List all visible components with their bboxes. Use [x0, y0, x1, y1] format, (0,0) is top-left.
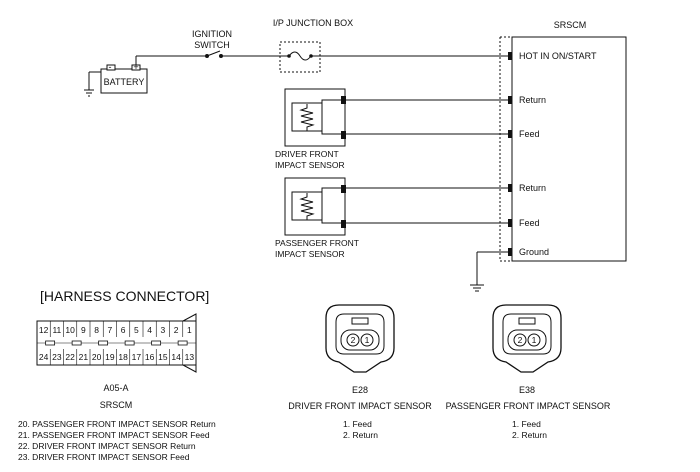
harness-pin-top: 7	[108, 325, 113, 335]
battery-label: BATTERY	[104, 77, 145, 87]
pin-list-item: 20. PASSENGER FRONT IMPACT SENSOR Return	[18, 419, 216, 429]
harness-pin-top: 4	[147, 325, 152, 335]
battery-box	[100, 68, 148, 94]
e28-connector-id: E28	[352, 385, 368, 395]
passenger-sensor-label-1: PASSENGER FRONT	[275, 238, 359, 248]
harness-pin-top: 11	[52, 325, 61, 335]
e28-connector: 2 1 E28 DRIVER FRONT IMPACT SENSOR 1. Fe…	[288, 304, 432, 440]
pin-ground: Ground	[519, 247, 549, 257]
pin-list-item: 22. DRIVER FRONT IMPACT SENSOR Return	[18, 441, 196, 451]
harness-pin-bottom: 21	[79, 352, 89, 362]
ignition-switch-label-1: IGNITION	[192, 29, 232, 39]
pin-list-item: 21. PASSENGER FRONT IMPACT SENSOR Feed	[18, 430, 210, 440]
a05-a-connector-name: SRSCM	[100, 400, 133, 410]
e28-pin-1: 1	[365, 335, 370, 345]
driver-sensor-label-1: DRIVER FRONT	[275, 149, 339, 159]
resistor-icon	[299, 104, 315, 131]
driver-sensor-label-2: IMPACT SENSOR	[275, 160, 345, 170]
ip-junction-box	[279, 41, 321, 73]
e28-pin-item: 2. Return	[343, 430, 378, 440]
e38-connector-id: E38	[519, 385, 535, 395]
pin-hot-in-on-start: HOT IN ON/START	[519, 51, 597, 61]
e38-pin-item: 1. Feed	[512, 419, 541, 429]
pin-list-item: 23. DRIVER FRONT IMPACT SENSOR Feed	[18, 452, 190, 462]
harness-pin-bottom: 14	[171, 352, 181, 362]
harness-pin-top: 1	[187, 325, 192, 335]
harness-pin-top: 3	[161, 325, 166, 335]
ip-junction-box-label: I/P JUNCTION BOX	[273, 18, 353, 28]
harness-pin-bottom: 24	[39, 352, 49, 362]
harness-pin-bottom: 23	[52, 352, 62, 362]
harness-connector-title: [HARNESS CONNECTOR]	[40, 288, 209, 304]
battery-positive-label: +	[133, 62, 138, 72]
battery-negative-label: -	[109, 62, 112, 72]
harness-pin-bottom: 16	[145, 352, 155, 362]
pin-feed-driver: Feed	[519, 129, 540, 139]
passenger-sensor-label-2: IMPACT SENSOR	[275, 249, 345, 259]
srscm-module: SRSCM HOT IN ON/START Return Feed Return…	[470, 20, 627, 292]
harness-pin-top: 12	[39, 325, 49, 335]
pin-feed-passenger: Feed	[519, 218, 540, 228]
power-circuit: - + BATTERY IGNITION SWITCH I/P JUNCTION…	[84, 18, 509, 97]
harness-pin-bottom: 22	[65, 352, 75, 362]
harness-pin-bottom: 13	[185, 352, 195, 362]
driver-front-impact-sensor: DRIVER FRONT IMPACT SENSOR	[275, 88, 508, 170]
srscm-label: SRSCM	[554, 20, 587, 30]
e38-pin-2: 2	[518, 335, 523, 345]
e28-pin-2: 2	[351, 335, 356, 345]
harness-pin-bottom: 20	[92, 352, 102, 362]
fuse-icon	[288, 51, 312, 61]
e38-connector-name: PASSENGER FRONT IMPACT SENSOR	[446, 401, 611, 411]
harness-pin-bottom: 17	[132, 352, 142, 362]
pin-return-passenger: Return	[519, 183, 546, 193]
harness-pin-top: 8	[94, 325, 99, 335]
e28-connector-name: DRIVER FRONT IMPACT SENSOR	[288, 401, 432, 411]
e38-pin-1: 1	[532, 335, 537, 345]
passenger-front-impact-sensor: PASSENGER FRONT IMPACT SENSOR	[275, 177, 508, 259]
harness-pin-top: 5	[134, 325, 139, 335]
resistor-icon	[299, 193, 315, 220]
ignition-switch-label-2: SWITCH	[194, 40, 230, 50]
e38-connector: 2 1 E38 PASSENGER FRONT IMPACT SENSOR 1.…	[446, 304, 611, 440]
a05-a-connector-id: A05-A	[103, 383, 128, 393]
e38-pin-item: 2. Return	[512, 430, 547, 440]
harness-pin-bottom: 19	[105, 352, 115, 362]
e28-pin-item: 1. Feed	[343, 419, 372, 429]
harness-pin-top: 2	[174, 325, 179, 335]
harness-pin-top: 6	[121, 325, 126, 335]
harness-pin-bottom: 15	[158, 352, 168, 362]
pin-return-driver: Return	[519, 95, 546, 105]
harness-pin-bottom: 18	[118, 352, 128, 362]
harness-pin-top: 10	[65, 325, 75, 335]
harness-pin-top: 9	[81, 325, 86, 335]
